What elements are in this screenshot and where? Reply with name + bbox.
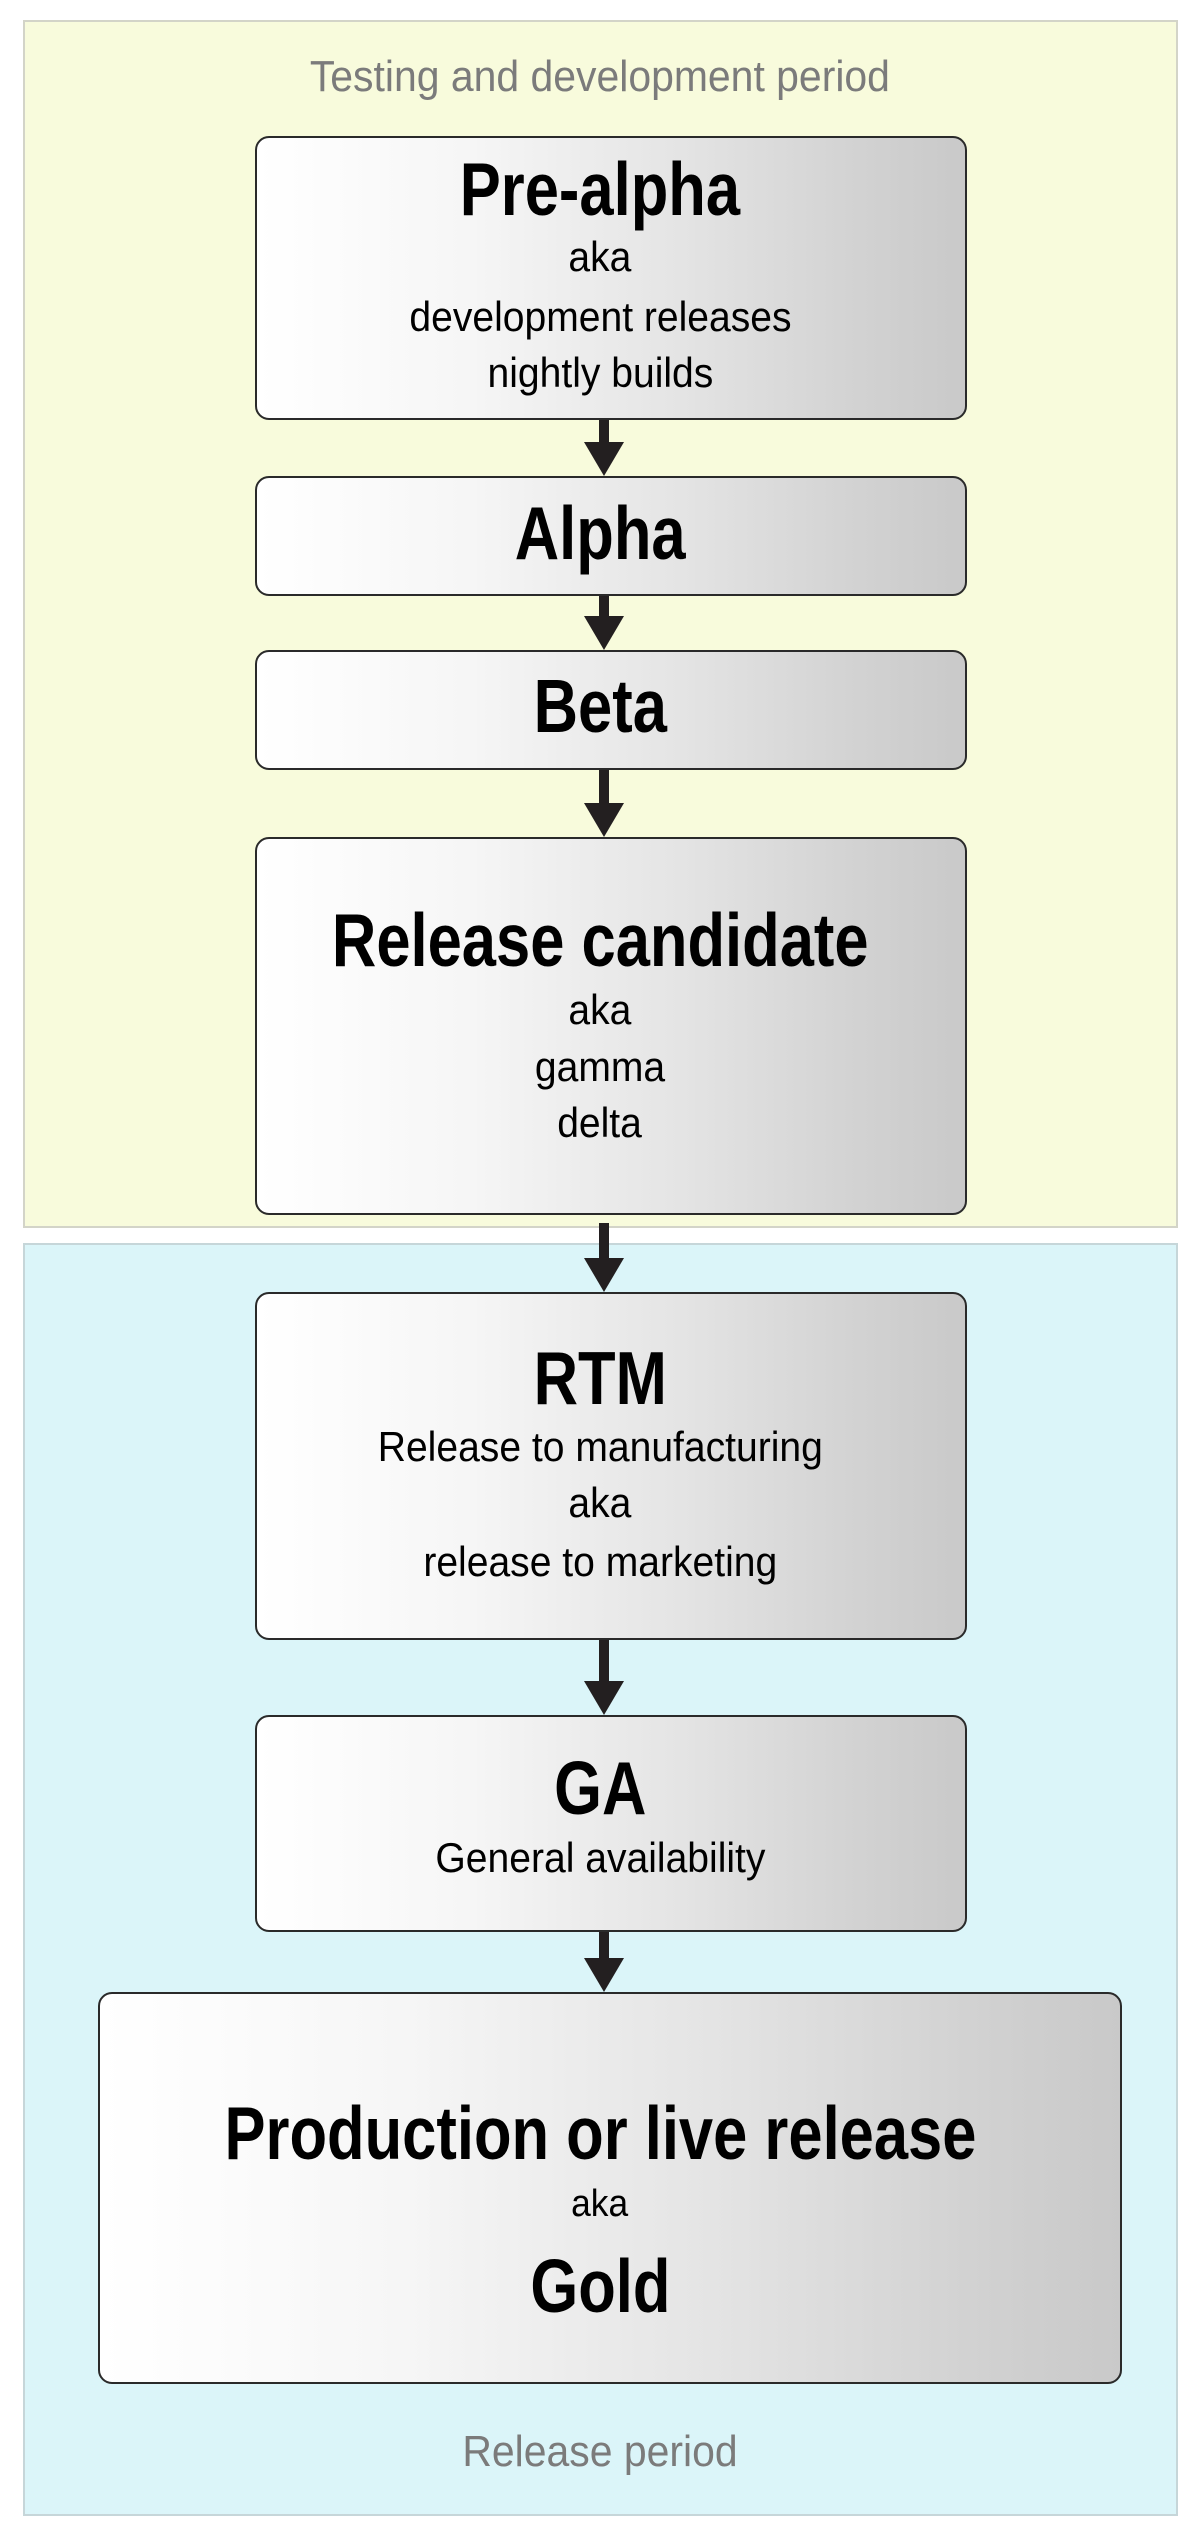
stage-line-text: gamma bbox=[534, 1043, 666, 1090]
stage-box-alpha bbox=[255, 476, 967, 596]
stage-line: Release to manufacturing bbox=[0, 1426, 1200, 1468]
arrow-down-icon bbox=[584, 420, 624, 476]
stage-title-text: Release candidate bbox=[331, 898, 869, 982]
stage-title-beta: Beta bbox=[0, 669, 1200, 744]
stage-title-alpha: Alpha bbox=[0, 496, 1200, 571]
stage-line: aka bbox=[0, 1482, 1200, 1524]
stage-line: General availability bbox=[0, 1837, 1200, 1879]
stage-line-text: aka bbox=[568, 986, 632, 1033]
stage-title-release-candidate: Release candidate bbox=[0, 903, 1200, 978]
stage-line-text: nightly builds bbox=[487, 349, 713, 396]
stage-line: development releases bbox=[0, 296, 1200, 338]
stage-line: aka bbox=[0, 236, 1200, 278]
stage-line-text: aka bbox=[568, 1479, 632, 1526]
testing-period-label-text: Testing and development period bbox=[309, 52, 891, 101]
stage-line-text: aka bbox=[568, 233, 632, 280]
stage-box-rtm bbox=[255, 1292, 967, 1640]
arrow-down-icon bbox=[584, 1640, 624, 1715]
stage-title-pre-alpha: Pre-alpha bbox=[0, 152, 1200, 227]
arrow-down-icon bbox=[584, 1223, 624, 1292]
stage-title-text: GA bbox=[553, 1746, 647, 1830]
testing-period-label: Testing and development period bbox=[0, 55, 1200, 99]
stage-title-ga: GA bbox=[0, 1751, 1200, 1826]
stage-line-text: development releases bbox=[408, 293, 792, 340]
stage-title-text: Pre-alpha bbox=[459, 147, 741, 231]
stage-line-text: Release to manufacturing bbox=[377, 1423, 823, 1470]
arrow-down-icon bbox=[584, 596, 624, 650]
stage-line: gamma bbox=[0, 1046, 1200, 1088]
stage-line: aka bbox=[0, 2185, 1200, 2223]
stage-box-pre-alpha bbox=[255, 136, 967, 420]
release-period-label: Release period bbox=[0, 2430, 1200, 2474]
stage-title-text: RTM bbox=[533, 1336, 667, 1420]
stage-line-text: delta bbox=[557, 1099, 643, 1146]
stage-title-text: Beta bbox=[533, 664, 667, 748]
stage-line-text: release to marketing bbox=[423, 1538, 777, 1585]
stage-box-release-candidate bbox=[255, 837, 967, 1215]
arrow-down-icon bbox=[584, 770, 624, 837]
stage-line: release to marketing bbox=[0, 1541, 1200, 1583]
stage-line-text: General availability bbox=[434, 1834, 766, 1881]
arrow-down-icon bbox=[584, 1932, 624, 1992]
release-period-label-text: Release period bbox=[462, 2427, 738, 2476]
stage-title-rtm: RTM bbox=[0, 1341, 1200, 1416]
stage-title-production: Production or live release bbox=[0, 2096, 1200, 2171]
stage-line-text: aka bbox=[571, 2183, 629, 2225]
stage-line: delta bbox=[0, 1102, 1200, 1144]
stage-box-beta bbox=[255, 650, 967, 770]
stage-title-text: Production or live release bbox=[224, 2091, 976, 2175]
stage-alt-title-gold: Gold bbox=[0, 2249, 1200, 2324]
stage-line: aka bbox=[0, 989, 1200, 1031]
stage-alt-title-text: Gold bbox=[529, 2244, 671, 2328]
stage-title-text: Alpha bbox=[514, 491, 686, 575]
stage-box-production bbox=[98, 1992, 1122, 2384]
stage-line: nightly builds bbox=[0, 352, 1200, 394]
stage-box-ga bbox=[255, 1715, 967, 1932]
